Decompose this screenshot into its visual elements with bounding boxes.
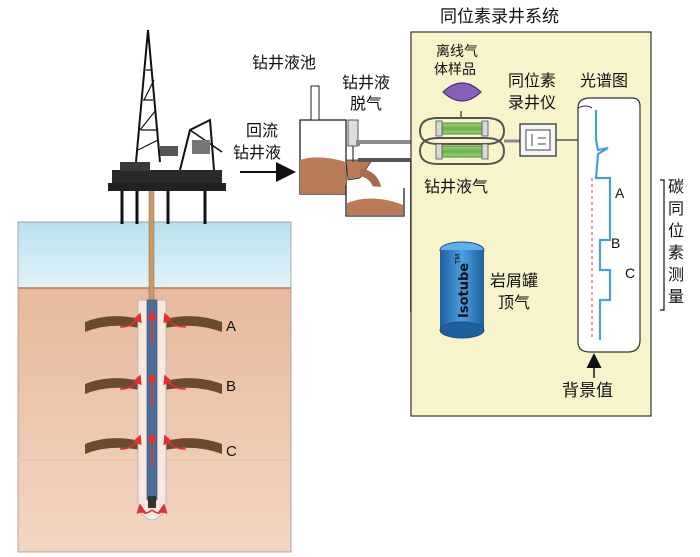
isotube-tm: TM xyxy=(454,254,462,265)
mud-gas-label: 钻井液气 xyxy=(424,177,488,196)
carbon-bracket xyxy=(660,179,665,311)
spectrum-zone-a-label: A xyxy=(615,185,625,201)
spectrum-zone-b-label: B xyxy=(611,235,620,251)
sea-layer xyxy=(18,222,291,288)
offline-sample-label-2: 体样品 xyxy=(434,62,476,78)
carbon-char-6: 量 xyxy=(668,287,684,306)
drilling-platform xyxy=(108,29,226,224)
carbon-measurement-label: 碳 同 位 素 测 量 xyxy=(668,177,684,306)
geology-section: A B C xyxy=(17,189,292,553)
gas-flow-arrows xyxy=(119,310,187,514)
stratum-c-right xyxy=(165,438,222,454)
stratum-b-left xyxy=(85,378,140,394)
logger-label-1: 同位素 xyxy=(508,71,556,90)
background-value-label: 背景值 xyxy=(562,381,613,401)
carbon-char-5: 测 xyxy=(668,265,684,284)
degas-label-2: 脱气 xyxy=(350,94,382,113)
riser xyxy=(148,189,155,301)
spectrum-chart xyxy=(577,97,641,353)
offline-sample-label-1: 离线气 xyxy=(436,43,478,60)
well-zone-b-label: B xyxy=(226,378,236,395)
carbon-char-2: 同 xyxy=(668,199,684,218)
stratum-a-right xyxy=(165,316,222,332)
spectrum-label: 光谱图 xyxy=(580,71,628,90)
isotope-logger xyxy=(519,123,557,157)
canister-label-2: 顶气 xyxy=(498,293,530,312)
stratum-b-right xyxy=(165,378,222,394)
logger-label-2: 录井仪 xyxy=(508,93,556,112)
drill-bit xyxy=(148,496,156,508)
carbon-char-1: 碳 xyxy=(668,177,684,196)
mud-pit-label: 钻井液池 xyxy=(252,53,316,72)
isotube-canister: Isotube TM xyxy=(439,241,485,339)
well-zone-c-label: C xyxy=(226,443,237,460)
stratum-a-left xyxy=(85,316,140,332)
canister-label-1: 岩屑罐 xyxy=(490,271,538,290)
mud-gas-sampler xyxy=(418,111,506,165)
carbon-char-4: 素 xyxy=(668,243,684,262)
isotube-brand: Isotube xyxy=(457,263,472,318)
carbon-char-3: 位 xyxy=(668,221,684,240)
spectrum-trace xyxy=(594,110,612,340)
spectrum-zone-c-label: C xyxy=(625,265,635,281)
return-mud-label-2: 钻井液 xyxy=(233,143,281,162)
stratum-c-left xyxy=(85,438,140,454)
offline-gas-sample xyxy=(442,82,482,102)
return-mud-label-1: 回流 xyxy=(246,121,278,140)
system-title: 同位素录井系统 xyxy=(440,7,559,27)
mud-pit xyxy=(299,85,405,217)
degas-label-1: 钻井液 xyxy=(342,73,390,92)
well-zone-a-label: A xyxy=(226,318,236,335)
